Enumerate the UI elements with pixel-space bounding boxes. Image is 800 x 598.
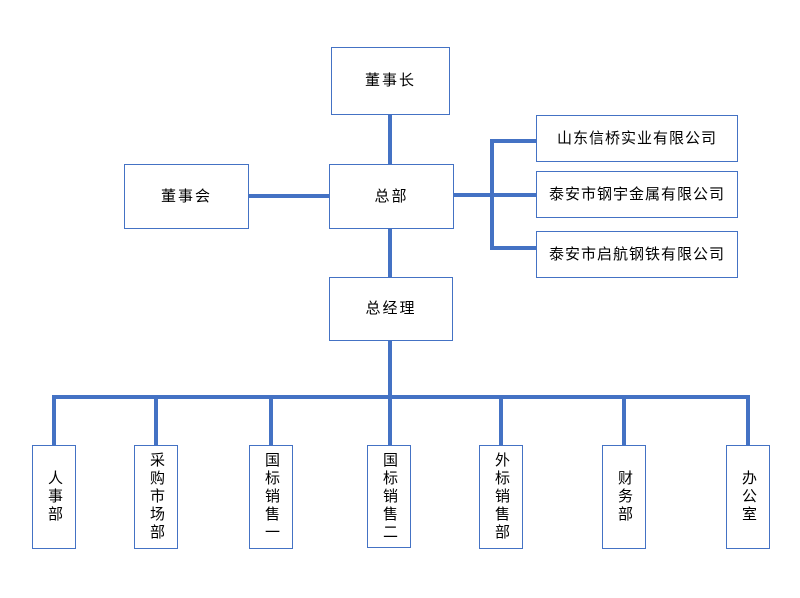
node-subsidiary-3[interactable]: 泰安市启航钢铁有限公司 <box>536 231 738 278</box>
connector-departments-bus <box>52 395 750 399</box>
node-dept-5[interactable]: 外标销售部 <box>479 445 523 549</box>
node-dept-6-label: 财务部 <box>616 470 633 524</box>
connector-chairman-hq <box>388 115 392 165</box>
node-subsidiary-2[interactable]: 泰安市钢宇金属有限公司 <box>536 171 738 218</box>
node-subsidiary-1-label: 山东信桥实业有限公司 <box>556 129 717 147</box>
node-dept-1-label: 人事部 <box>46 470 63 524</box>
node-board[interactable]: 董事会 <box>124 164 249 229</box>
node-chairman-label: 董事长 <box>364 72 416 89</box>
node-subsidiary-3-label: 泰安市启航钢铁有限公司 <box>548 245 725 263</box>
node-headquarters-label: 总部 <box>374 187 409 205</box>
connector-dept-2-drop <box>154 395 158 445</box>
node-dept-6[interactable]: 财务部 <box>602 445 646 549</box>
connector-dept-5-drop <box>499 395 503 445</box>
connector-gm-stem <box>388 341 392 397</box>
node-dept-1[interactable]: 人事部 <box>32 445 76 549</box>
node-dept-2[interactable]: 采购市场部 <box>134 445 178 549</box>
node-general-manager[interactable]: 总经理 <box>329 277 453 341</box>
connector-dept-6-drop <box>622 395 626 445</box>
connector-subsidiary-3-branch <box>490 246 538 250</box>
node-headquarters[interactable]: 总部 <box>329 164 454 229</box>
connector-hq-gm <box>388 229 392 277</box>
node-chairman[interactable]: 董事长 <box>331 47 450 115</box>
node-dept-5-label: 外标销售部 <box>493 452 510 542</box>
node-subsidiary-2-label: 泰安市钢宇金属有限公司 <box>548 185 725 203</box>
connector-dept-3-drop <box>269 395 273 445</box>
node-subsidiary-1[interactable]: 山东信桥实业有限公司 <box>536 115 738 162</box>
connector-subsidiaries-trunk <box>490 139 494 250</box>
connector-dept-7-drop <box>746 395 750 445</box>
node-dept-4-label: 国标销售二 <box>381 451 398 542</box>
connector-dept-1-drop <box>52 395 56 445</box>
connector-dept-4-drop <box>388 395 392 445</box>
node-dept-7-label: 办公室 <box>740 470 757 524</box>
node-dept-3[interactable]: 国标销售一 <box>249 445 293 549</box>
node-general-manager-label: 总经理 <box>365 300 417 317</box>
node-dept-3-label: 国标销售一 <box>263 452 280 542</box>
connector-board-hq <box>249 194 329 198</box>
node-dept-4[interactable]: 国标销售二 <box>367 445 411 548</box>
node-dept-7[interactable]: 办公室 <box>726 445 770 549</box>
connector-subsidiary-1-branch <box>490 139 538 143</box>
node-board-label: 董事会 <box>160 187 212 205</box>
connector-hq-subsidiaries-stem <box>454 193 538 197</box>
node-dept-2-label: 采购市场部 <box>148 452 165 542</box>
